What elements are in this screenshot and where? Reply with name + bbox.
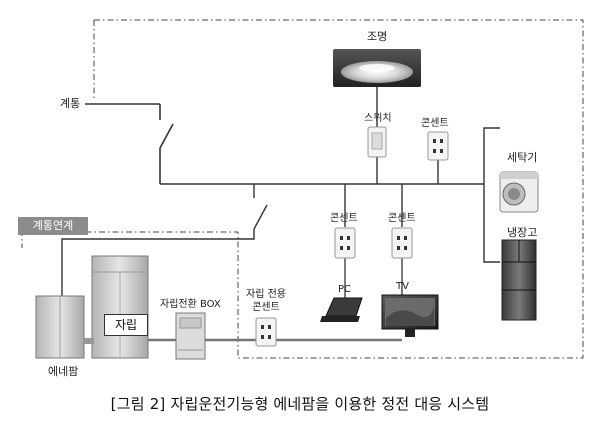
standalone-box-label: 자립전환 BOX bbox=[160, 299, 221, 310]
grid-label: 계통 bbox=[60, 97, 81, 110]
washing-machine-icon bbox=[499, 171, 539, 213]
outlet-pc-icon bbox=[334, 227, 356, 259]
switch-label: 스위치 bbox=[364, 113, 392, 124]
washer-label: 세탁기 bbox=[507, 151, 538, 164]
outlet-tv-label: 콘센트 bbox=[388, 213, 416, 224]
standalone-tag: 자립 bbox=[104, 314, 148, 336]
standalone-box-icon bbox=[175, 312, 206, 360]
enefarm-label: 에네팜 bbox=[48, 365, 79, 378]
appliance-bracket bbox=[483, 127, 500, 263]
outlet-tv-icon bbox=[391, 227, 413, 259]
refrigerator-icon bbox=[501, 239, 537, 321]
grid-switch-blade bbox=[159, 123, 174, 149]
ceiling-light-icon bbox=[333, 49, 421, 87]
outlet-top-label: 콘센트 bbox=[421, 118, 449, 129]
outlet-top-icon bbox=[427, 131, 449, 161]
wall-switch-icon bbox=[367, 126, 387, 158]
link-line bbox=[61, 229, 255, 300]
tv-label: TV bbox=[396, 281, 409, 292]
lighting-label: 조명 bbox=[367, 30, 388, 43]
outlet-pc-label: 콘센트 bbox=[330, 213, 358, 224]
grid-link-badge: 계통연계 bbox=[18, 217, 88, 235]
link-switch-blade bbox=[253, 204, 268, 230]
standalone-outlet-icon bbox=[255, 317, 277, 347]
pc-label: PC bbox=[338, 284, 352, 295]
enefarm-unit-icon bbox=[35, 255, 149, 359]
standalone-outlet-label-line2: 콘센트 bbox=[252, 302, 280, 313]
figure-caption: [그림 2] 자립운전기능형 에네팜을 이용한 정전 대응 시스템 bbox=[110, 395, 490, 413]
fridge-label: 냉장고 bbox=[507, 226, 538, 239]
standalone-outlet-label-line1: 자립 전용 bbox=[246, 289, 286, 300]
laptop-icon bbox=[320, 297, 363, 322]
tv-icon bbox=[381, 294, 439, 337]
